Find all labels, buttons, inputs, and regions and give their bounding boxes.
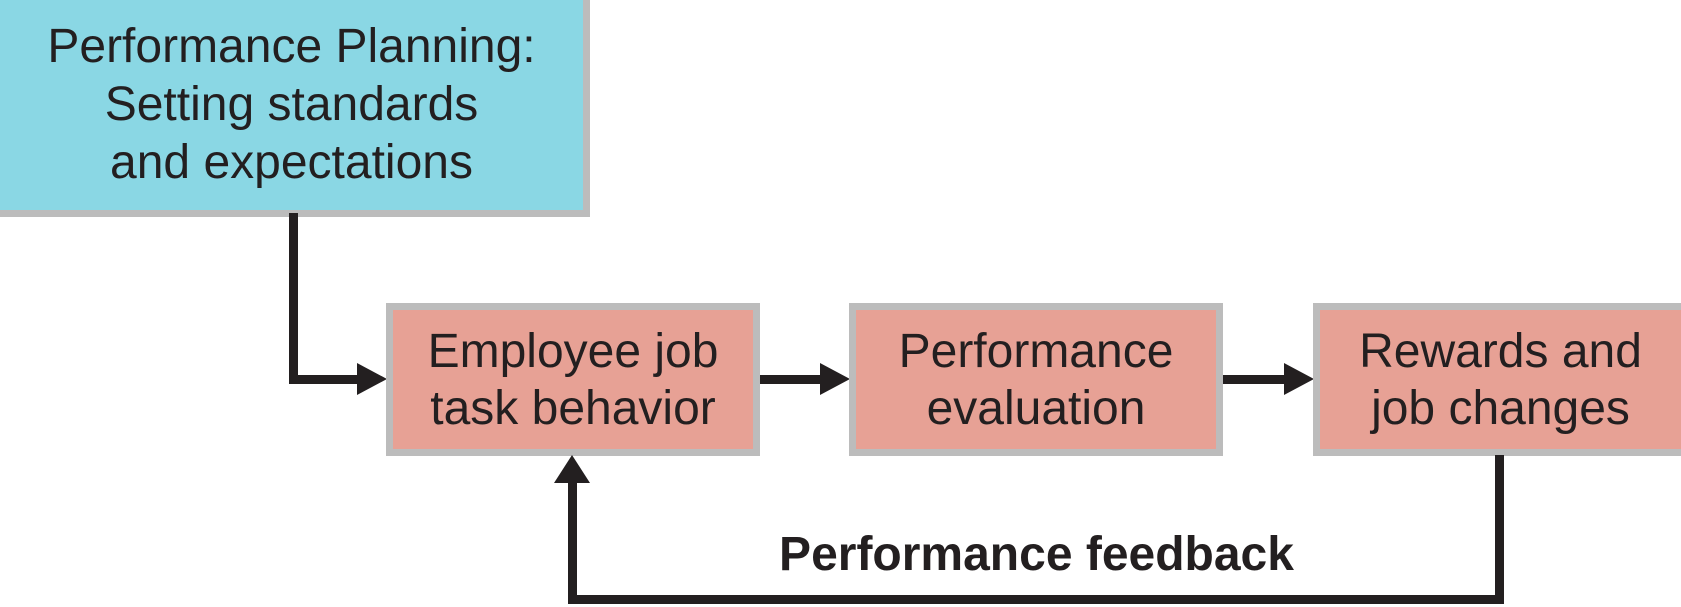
arrowhead-feedback-into-employee-box-icon [554, 455, 590, 483]
connector-planning-vertical-line [289, 213, 298, 384]
arrowhead-into-evaluation-box-icon [820, 363, 850, 395]
evaluation-box-line: evaluation [926, 381, 1146, 435]
arrowhead-into-employee-box-icon [357, 363, 387, 395]
rewards-and-job-changes-box: Rewards and job changes [1313, 303, 1681, 456]
planning-box-line: and expectations [110, 136, 473, 189]
feedback-loop-bottom-horizontal-line [568, 595, 1504, 604]
rewards-box-line: job changes [1371, 381, 1630, 435]
arrowhead-into-rewards-box-icon [1284, 363, 1314, 395]
evaluation-box-line: Performance [898, 324, 1174, 378]
connector-evaluation-to-rewards-line [1223, 375, 1285, 384]
employee-box-line: task behavior [430, 381, 716, 435]
performance-planning-box: Performance Planning: Setting standards … [0, 0, 590, 217]
connector-planning-horizontal-line [289, 375, 359, 384]
employee-job-task-behavior-box: Employee job task behavior [386, 303, 760, 456]
planning-box-line: Performance Planning: [47, 20, 536, 73]
feedback-loop-left-vertical-line [568, 478, 577, 604]
planning-box-line: Setting standards [104, 78, 479, 131]
employee-box-line: Employee job [427, 324, 719, 378]
connector-employee-to-evaluation-line [760, 375, 822, 384]
performance-feedback-label: Performance feedback [779, 528, 1294, 581]
performance-evaluation-box: Performance evaluation [849, 303, 1223, 456]
feedback-loop-right-vertical-line [1495, 455, 1504, 604]
rewards-box-line: Rewards and [1359, 324, 1642, 378]
